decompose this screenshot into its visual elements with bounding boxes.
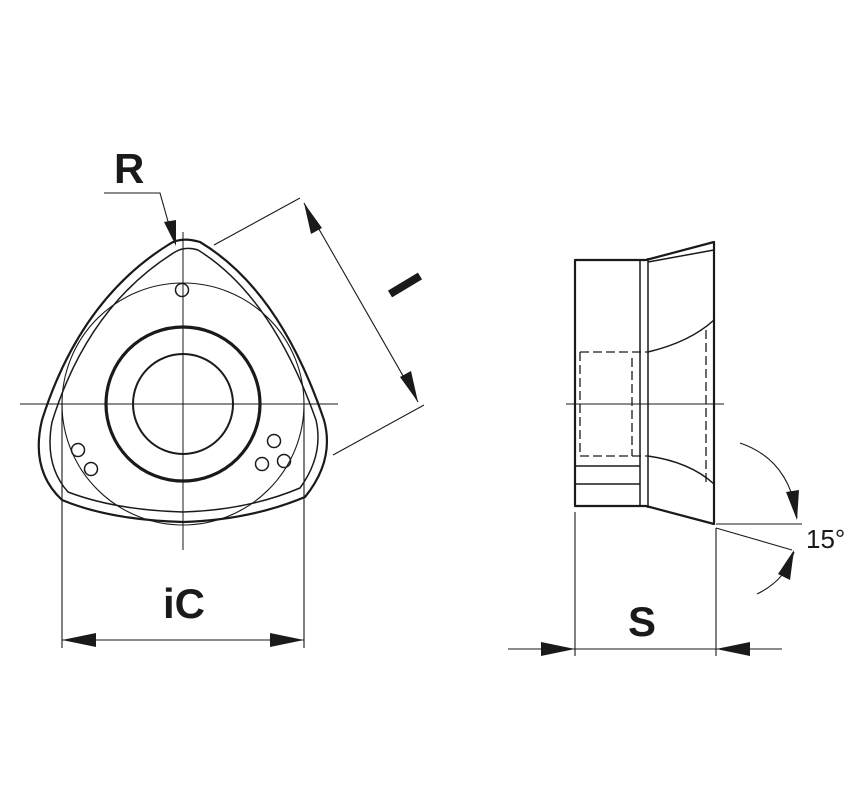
angle-arrow-upper <box>786 490 799 520</box>
side-flank-curve-top <box>647 319 715 353</box>
insert-inner-contour <box>49 247 319 513</box>
edge-length-extension-top <box>213 197 301 246</box>
thickness-arrow-left <box>541 642 575 656</box>
ic-arrow-right <box>270 633 304 647</box>
ic-dimension: iC <box>61 404 305 648</box>
edge-length-arrow-top <box>304 203 322 234</box>
side-flank-curve-bottom <box>647 455 715 485</box>
marker-dot-right-3 <box>276 453 292 469</box>
radius-annotation: R <box>104 145 176 246</box>
thickness-arrow-right <box>716 642 750 656</box>
marker-dot-top <box>174 282 190 298</box>
edge-length-dimension-line <box>303 202 419 403</box>
side-view <box>566 240 724 526</box>
edge-length-arrow-bottom <box>400 371 418 402</box>
mounting-hole <box>132 353 234 455</box>
edge-length-label <box>387 272 423 298</box>
side-outer-contour <box>573 240 716 526</box>
angle-flank-line <box>715 527 793 551</box>
angle-arrow-lower <box>778 550 794 580</box>
radius-label: R <box>114 145 144 192</box>
marker-dot-left-2 <box>83 461 99 477</box>
angle-arc-upper <box>739 442 798 519</box>
edge-length-extension-bottom <box>332 404 425 456</box>
clamping-ring-outer <box>104 325 262 483</box>
thickness-dimension: S <box>508 512 782 656</box>
insert-outer-contour <box>37 238 329 524</box>
ic-arrow-left <box>62 633 96 647</box>
angle-label: 15° <box>806 524 845 554</box>
ic-label: iC <box>163 580 205 627</box>
marker-dot-left-1 <box>70 442 86 458</box>
edge-length-dimension <box>213 197 425 456</box>
thickness-label: S <box>628 598 656 645</box>
radius-arrow <box>164 220 176 246</box>
radius-leader <box>104 192 172 233</box>
clearance-angle-annotation: 15° <box>715 442 845 595</box>
side-edge-top-band <box>647 249 715 263</box>
marker-dot-right-2 <box>254 456 270 472</box>
front-view <box>20 232 338 550</box>
marker-dot-right-1 <box>266 433 282 449</box>
